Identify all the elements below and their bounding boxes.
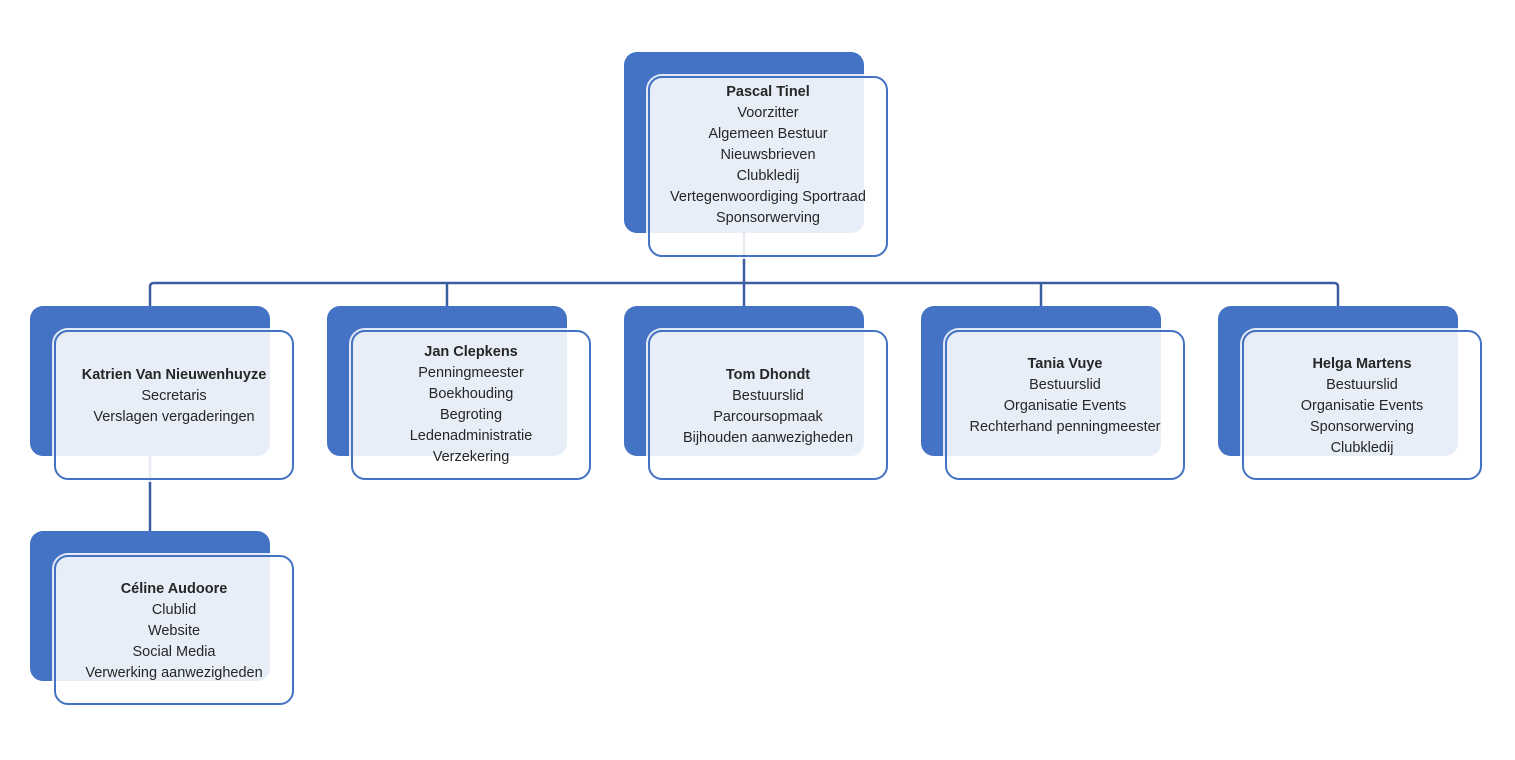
- member-role: Ledenadministratie: [409, 427, 533, 444]
- member-role: Verzekering: [432, 448, 510, 465]
- member-role: Clubkledij: [1330, 439, 1394, 456]
- member-role: Rechterhand penningmeester: [969, 418, 1161, 435]
- member-role: Social Media: [132, 643, 216, 660]
- member-role: Organisatie Events: [1300, 397, 1424, 414]
- member-name: Jan Clepkens: [424, 343, 518, 360]
- member-role: Clubkledij: [736, 167, 800, 184]
- member-name: Céline Audoore: [120, 580, 228, 597]
- node-frame: [945, 330, 1185, 480]
- connector-horizontal-rail: [148, 281, 1340, 318]
- node-frame: [351, 330, 591, 480]
- member-role: Nieuwsbrieven: [720, 146, 816, 163]
- member-role: Algemeen Bestuur: [708, 125, 828, 142]
- node-frame: [1242, 330, 1482, 480]
- member-role: Bestuurslid: [1029, 376, 1101, 393]
- member-role: Penningmeester: [418, 364, 524, 381]
- member-role: Verslagen vergaderingen: [93, 408, 255, 425]
- member-role: Voorzitter: [737, 104, 799, 121]
- member-role: Sponsorwerving: [1310, 418, 1414, 435]
- member-role: Sponsorwerving: [716, 209, 820, 226]
- member-role: Vertegenwoordiging Sportraad: [670, 188, 866, 205]
- member-role: Parcoursopmaak: [713, 408, 823, 425]
- member-role: Organisatie Events: [1003, 397, 1127, 414]
- node-frame: [54, 555, 294, 705]
- member-role: Boekhouding: [428, 385, 514, 402]
- node-frame: [648, 330, 888, 480]
- member-role: Bijhouden aanwezigheden: [682, 429, 854, 446]
- node-frame: [648, 76, 888, 257]
- member-role: Website: [147, 622, 201, 639]
- member-name: Tom Dhondt: [725, 366, 811, 383]
- member-role: Verwerking aanwezigheden: [85, 664, 263, 681]
- member-name: Katrien Van Nieuwenhuyze: [81, 366, 267, 383]
- member-name: Tania Vuye: [1027, 355, 1103, 372]
- member-role: Clublid: [151, 601, 197, 618]
- member-role: Bestuurslid: [732, 387, 804, 404]
- member-name: Pascal Tinel: [726, 83, 810, 100]
- member-role: Secretaris: [141, 387, 207, 404]
- member-role: Bestuurslid: [1326, 376, 1398, 393]
- member-role: Begroting: [439, 406, 503, 423]
- node-frame: [54, 330, 294, 480]
- member-name: Helga Martens: [1312, 355, 1412, 372]
